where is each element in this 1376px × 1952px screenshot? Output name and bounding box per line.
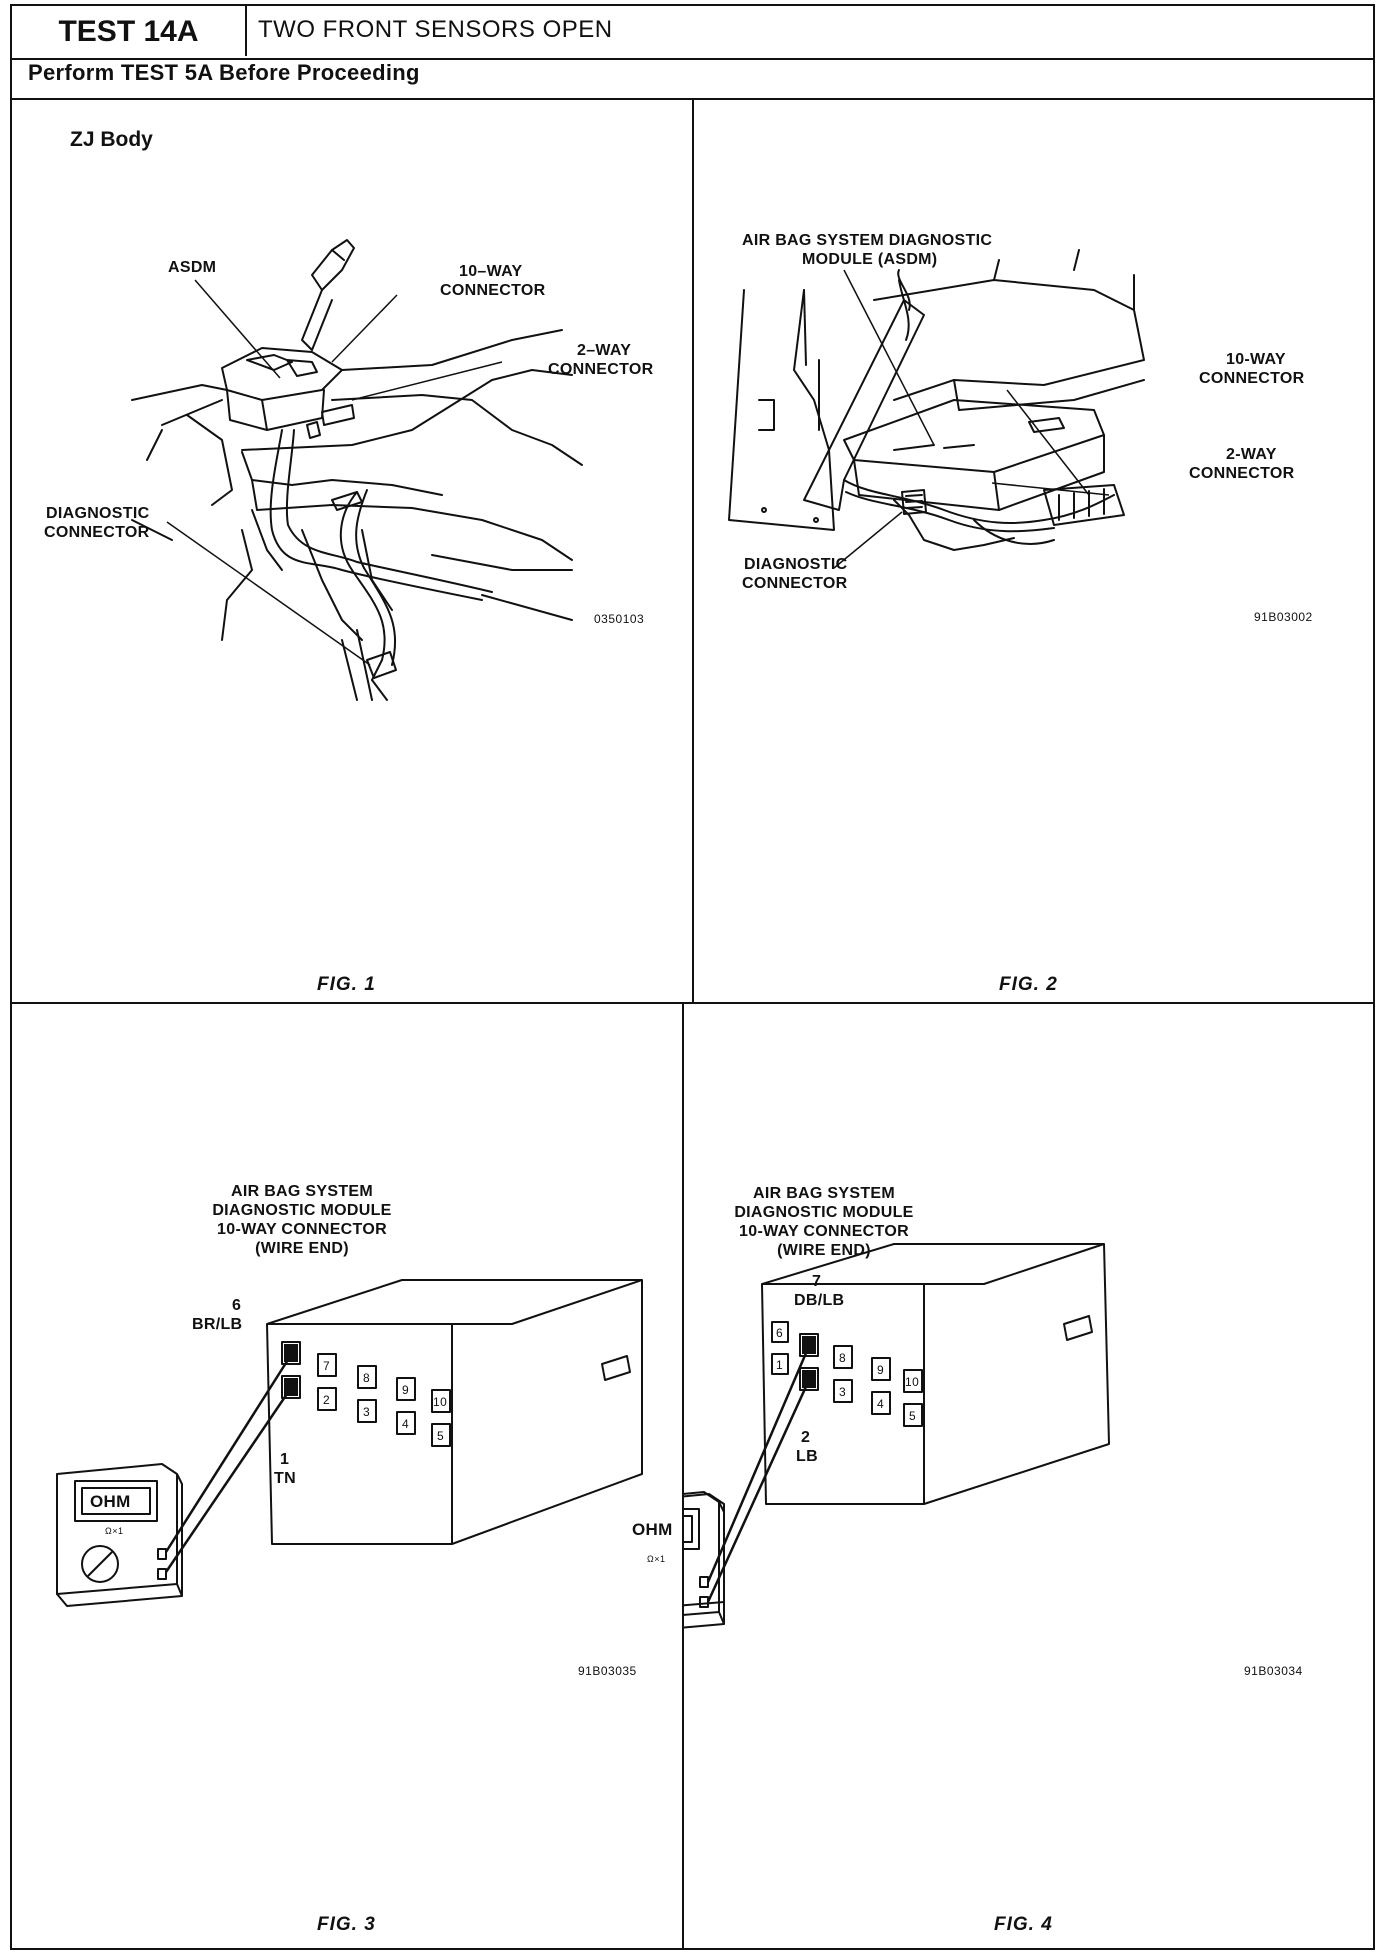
- pin-label-10: 10: [433, 1395, 448, 1409]
- pin-label-6: 6: [776, 1326, 784, 1340]
- pin-6-number: 6: [232, 1297, 242, 1314]
- pin-label-4: 4: [877, 1397, 885, 1411]
- test-subtitle: Perform TEST 5A Before Proceeding: [28, 60, 420, 85]
- fig4-multimeter: [684, 1345, 811, 1629]
- pin-label-5: 5: [909, 1409, 917, 1423]
- pin-2-number: 2: [801, 1429, 811, 1446]
- ten-way-label-line2: CONNECTOR: [440, 282, 546, 299]
- fig2-code: 91B03002: [1254, 610, 1313, 624]
- fig4-meter-drawing: [684, 1243, 1110, 1607]
- fig2-module-drawing: [728, 249, 1145, 569]
- fig1-panel: ZJ Body: [12, 100, 692, 1002]
- ten-way-label-line1: 10–WAY: [459, 263, 523, 280]
- pin-label-7: 7: [323, 1359, 331, 1373]
- pin-label-1: 1: [776, 1358, 784, 1372]
- pin-label-4: 4: [402, 1417, 410, 1431]
- fig1-code: 0350103: [594, 612, 645, 626]
- fig4-title-line1: AIR BAG SYSTEM: [753, 1185, 895, 1202]
- zj-body-label: ZJ Body: [70, 128, 153, 151]
- two-way-label-line1: 2-WAY: [1226, 446, 1277, 463]
- fig3-panel: AIR BAG SYSTEM DIAGNOSTIC MODULE 10-WAY …: [12, 1004, 682, 1948]
- diagnostic-label-line1: DIAGNOSTIC: [744, 556, 848, 573]
- pin-label-8: 8: [839, 1351, 847, 1365]
- pin-label-9: 9: [877, 1363, 885, 1377]
- fig2-caption: FIG. 2: [999, 974, 1058, 995]
- pin-label-5: 5: [437, 1429, 445, 1443]
- diagnostic-label-line2: CONNECTOR: [44, 524, 150, 541]
- pin-label-10: 10: [905, 1375, 920, 1389]
- fig1-caption: FIG. 1: [317, 974, 376, 995]
- fig4-code: 91B03034: [1244, 1664, 1303, 1678]
- fig3-caption: FIG. 3: [317, 1914, 376, 1935]
- fig3-meter-drawing: [56, 1279, 643, 1607]
- pin-label-8: 8: [363, 1371, 371, 1385]
- fig3-title-line1: AIR BAG SYSTEM: [231, 1183, 373, 1200]
- pin-1-wire-color: TN: [274, 1470, 296, 1487]
- two-way-label-line2: CONNECTOR: [1189, 465, 1295, 482]
- meter-range: Ω×1: [647, 1554, 666, 1564]
- pin-label-9: 9: [402, 1383, 410, 1397]
- fig3-title-line3: 10-WAY CONNECTOR: [217, 1221, 387, 1238]
- fig3-title-line4: (WIRE END): [255, 1240, 349, 1257]
- asdm-label-line2: MODULE (ASDM): [802, 251, 938, 268]
- pin-1-number: 1: [280, 1451, 290, 1468]
- pin-6-wire-color: BR/LB: [192, 1316, 243, 1333]
- vertical-divider-bottom: [682, 1002, 684, 1948]
- test-sheet: TEST 14A TWO FRONT SENSORS OPEN Perform …: [10, 4, 1375, 1950]
- test-id: TEST 14A: [12, 6, 247, 56]
- pin-label-3: 3: [363, 1405, 371, 1419]
- diagnostic-label-line1: DIAGNOSTIC: [46, 505, 150, 522]
- asdm-label-line1: AIR BAG SYSTEM DIAGNOSTIC: [742, 232, 993, 249]
- fig2-panel: AIR BAG SYSTEM DIAGNOSTIC MODULE (ASDM) …: [694, 100, 1374, 1002]
- fig3-title-line2: DIAGNOSTIC MODULE: [212, 1202, 392, 1219]
- meter-range: Ω×1: [105, 1526, 124, 1536]
- fig3-code: 91B03035: [578, 1664, 637, 1678]
- pin-label-3: 3: [839, 1385, 847, 1399]
- meter-display: OHM: [90, 1492, 131, 1511]
- fig4-panel: AIR BAG SYSTEM DIAGNOSTIC MODULE 10-WAY …: [632, 1004, 1374, 1948]
- test-title: TWO FRONT SENSORS OPEN: [258, 16, 613, 43]
- fig4-title-line2: DIAGNOSTIC MODULE: [734, 1204, 914, 1221]
- diagnostic-label-line2: CONNECTOR: [742, 575, 848, 592]
- pin-7-number: 7: [812, 1273, 822, 1290]
- asdm-label: ASDM: [168, 259, 217, 276]
- horizontal-divider: [12, 1002, 1373, 1004]
- fig4-title-line4: (WIRE END): [777, 1242, 871, 1259]
- pin-7-wire-color: DB/LB: [794, 1292, 845, 1309]
- header-row: [12, 6, 1373, 60]
- pin-label-2: 2: [323, 1393, 331, 1407]
- two-way-label-line2: CONNECTOR: [548, 361, 654, 378]
- pin-2-wire-color: LB: [796, 1448, 818, 1465]
- ten-way-label-line1: 10-WAY: [1226, 351, 1286, 368]
- meter-display: OHM: [632, 1520, 673, 1539]
- fig4-title-line3: 10-WAY CONNECTOR: [739, 1223, 909, 1240]
- two-way-label-line1: 2–WAY: [577, 342, 632, 359]
- fig4-caption: FIG. 4: [994, 1914, 1053, 1935]
- ten-way-label-line2: CONNECTOR: [1199, 370, 1305, 387]
- vertical-divider-top: [692, 98, 694, 1002]
- fig1-console-drawing: [131, 239, 583, 701]
